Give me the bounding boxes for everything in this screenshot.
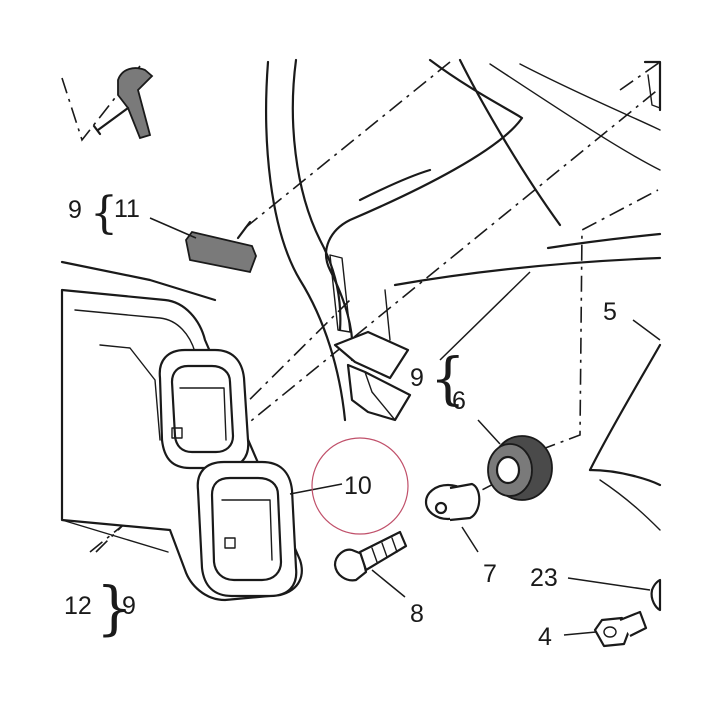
callout-11: 11 xyxy=(114,195,140,223)
part-4-nut xyxy=(593,610,648,648)
bolt-thread xyxy=(371,537,398,563)
airbox-housing xyxy=(60,260,303,602)
callout-9-upper: 9 xyxy=(68,196,82,224)
part-6-grommet xyxy=(487,435,553,501)
pad-body xyxy=(185,230,257,274)
brace-upper: { xyxy=(90,188,118,239)
part-11-pad xyxy=(185,220,257,274)
nut-shoulder xyxy=(619,610,648,637)
callout-9-lower: 9 xyxy=(122,592,136,620)
callout-9-mid: 9 xyxy=(410,364,424,392)
right-frame-member xyxy=(588,343,662,531)
right-member-edge xyxy=(588,343,662,472)
grommet-hole xyxy=(495,455,521,485)
leader-lines xyxy=(149,217,661,636)
leader-10 xyxy=(289,483,343,495)
part-8-bolt xyxy=(333,530,408,582)
pad-stud xyxy=(236,220,252,240)
bracket-clip xyxy=(333,289,412,422)
part-7-collar xyxy=(424,482,481,522)
housing-top-edge xyxy=(60,260,217,302)
brace-mid: { xyxy=(430,347,466,412)
callout-7: 7 xyxy=(483,560,497,588)
collar-body xyxy=(449,482,481,522)
highlight-circle xyxy=(311,437,409,535)
axis-part-11 xyxy=(244,61,451,229)
leader-23 xyxy=(567,577,651,591)
callout-12: 12 xyxy=(64,592,92,620)
callout-labels: 9 { 11 5 9 { 6 10 7 8 23 4 12 } 9 xyxy=(64,188,617,651)
frame-upper-panel xyxy=(325,58,524,362)
axis-part-6 xyxy=(539,189,659,451)
frame-inner-edge xyxy=(291,58,342,332)
frame-body xyxy=(265,58,662,422)
housing-inner-fold xyxy=(99,344,161,441)
bolt-shank xyxy=(358,530,408,572)
right-member-inner xyxy=(599,479,661,531)
leader-9-group xyxy=(439,271,531,361)
frame-panel-crease xyxy=(458,58,562,227)
leader-4 xyxy=(563,631,597,636)
brace-lower: } xyxy=(96,574,133,642)
port-tab-lower xyxy=(224,537,236,549)
frame-right-upper xyxy=(519,63,661,131)
frame-corner-detail xyxy=(647,74,661,109)
frame-slot xyxy=(329,254,351,333)
callout-5: 5 xyxy=(603,298,617,326)
upper-port-inner xyxy=(170,364,235,454)
washer-body xyxy=(650,578,662,612)
callout-8: 8 xyxy=(410,600,424,628)
latch-pin-tip xyxy=(92,124,102,136)
callout-10: 10 xyxy=(344,472,372,500)
collar-bore xyxy=(434,501,448,515)
housing-bottom-edge xyxy=(61,519,169,553)
bracket-clip-edge xyxy=(364,371,396,421)
latch-pin xyxy=(96,106,130,132)
lower-port-inner xyxy=(210,476,283,582)
leader-7 xyxy=(461,526,479,553)
callout-23: 23 xyxy=(530,564,558,592)
port-tab-upper xyxy=(171,427,183,439)
bracket-clip-mount xyxy=(384,289,391,341)
frame-right-inner xyxy=(489,63,661,171)
latch-body xyxy=(117,67,154,140)
leader-11 xyxy=(149,217,197,239)
axis-long-diagonal xyxy=(89,87,661,553)
top-left-latch xyxy=(92,67,154,140)
frame-right-shelf xyxy=(546,232,662,250)
frame-corner-bracket xyxy=(643,60,662,112)
housing-inner-top xyxy=(74,309,196,353)
frame-right-shelf-lower xyxy=(393,256,662,287)
axis-upper-right xyxy=(619,61,661,91)
frame-upper-ridge xyxy=(358,168,432,202)
part-23-washer xyxy=(650,578,662,612)
leader-8 xyxy=(371,569,406,598)
callout-6: 6 xyxy=(452,387,466,415)
upper-port-depth xyxy=(179,387,227,441)
bracket-clip-top xyxy=(333,330,410,380)
lower-port-depth xyxy=(221,499,273,561)
frame-left-edge xyxy=(265,60,347,422)
leader-5 xyxy=(632,319,661,341)
right-member-lower xyxy=(588,468,662,487)
callout-4: 4 xyxy=(538,623,552,651)
leader-6 xyxy=(477,419,501,445)
nut-face xyxy=(603,626,617,638)
